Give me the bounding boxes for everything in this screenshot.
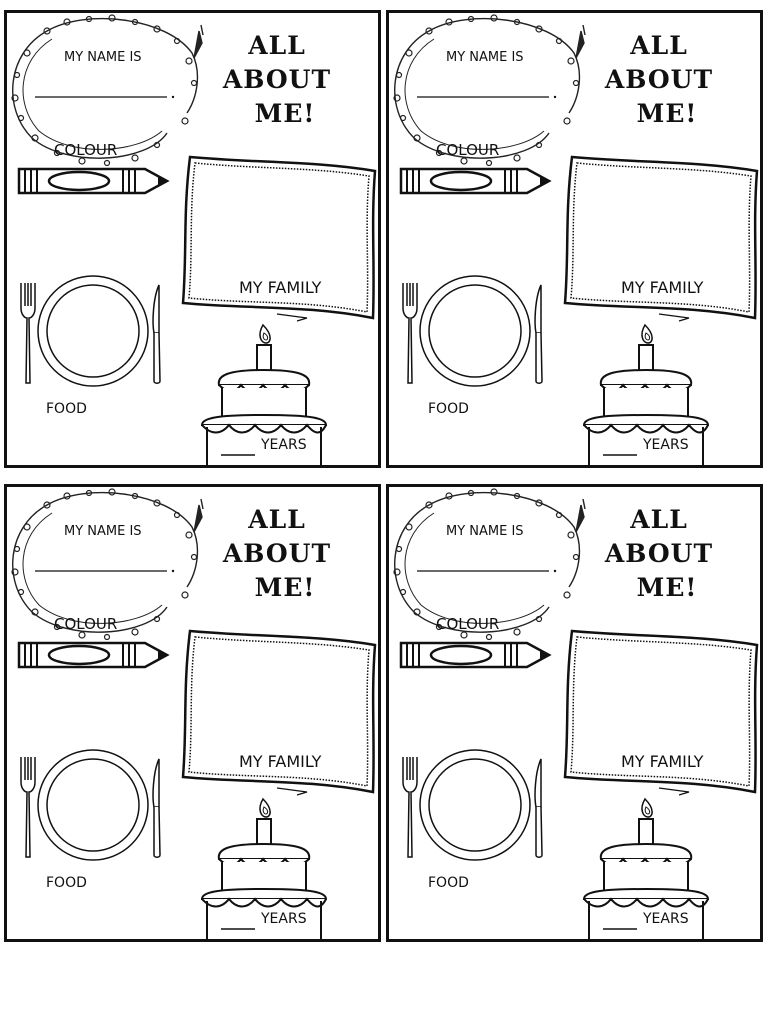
birthday-cake-icon xyxy=(200,323,328,465)
years-label: YEARS xyxy=(261,911,307,927)
card-artwork xyxy=(11,14,377,465)
years-label: YEARS xyxy=(643,911,689,927)
crayon-icon xyxy=(399,641,552,669)
all-about-me-title: ALL ABOUT ME! xyxy=(219,29,335,131)
crayon-icon xyxy=(399,167,552,195)
knife-icon xyxy=(534,758,543,858)
food-label: FOOD xyxy=(428,401,469,417)
birthday-cake-icon xyxy=(582,797,710,939)
crayon-icon xyxy=(17,167,170,195)
knife-icon xyxy=(534,284,543,384)
title-line-3: ME! xyxy=(254,573,316,602)
floral-wreath-icon xyxy=(393,14,586,167)
food-label: FOOD xyxy=(46,401,87,417)
photo-frame-icon xyxy=(563,155,759,322)
title-line-2: ABOUT xyxy=(222,65,332,94)
title-line-2: ABOUT xyxy=(222,539,332,568)
title-line-3: ME! xyxy=(254,99,316,128)
title-line-3: ME! xyxy=(636,573,698,602)
card-artwork xyxy=(11,488,377,939)
title-line-1: ALL xyxy=(630,505,688,534)
title-line-3: ME! xyxy=(636,99,698,128)
all-about-me-title: ALL ABOUT ME! xyxy=(601,29,717,131)
plate-icon xyxy=(419,275,531,387)
birthday-cake-icon xyxy=(582,323,710,465)
colour-label: COLOUR xyxy=(54,141,118,159)
fork-icon xyxy=(20,283,36,384)
years-label: YEARS xyxy=(643,437,689,453)
crayon-icon xyxy=(17,641,170,669)
all-about-me-card-1: MY NAME IS ALL ABOUT ME! COLOUR MY FAMIL… xyxy=(4,10,381,468)
photo-frame-icon xyxy=(181,629,377,796)
colour-label: COLOUR xyxy=(436,615,500,633)
fork-icon xyxy=(402,757,418,858)
my-name-is-label: MY NAME IS xyxy=(64,50,142,65)
knife-icon xyxy=(152,758,161,858)
birthday-cake-icon xyxy=(200,797,328,939)
all-about-me-card-4: MY NAME IS ALL ABOUT ME! COLOUR MY FAMIL… xyxy=(386,484,763,942)
years-label: YEARS xyxy=(261,437,307,453)
all-about-me-title: ALL ABOUT ME! xyxy=(219,503,335,605)
my-name-is-label: MY NAME IS xyxy=(64,524,142,539)
title-line-2: ABOUT xyxy=(604,539,714,568)
fork-icon xyxy=(402,283,418,384)
title-line-2: ABOUT xyxy=(604,65,714,94)
floral-wreath-icon xyxy=(11,14,204,167)
floral-wreath-icon xyxy=(11,488,204,641)
photo-frame-icon xyxy=(563,629,759,796)
title-line-1: ALL xyxy=(630,31,688,60)
my-family-label: MY FAMILY xyxy=(621,278,704,297)
plate-icon xyxy=(37,275,149,387)
knife-icon xyxy=(152,284,161,384)
card-artwork xyxy=(393,14,759,465)
floral-wreath-icon xyxy=(393,488,586,641)
food-label: FOOD xyxy=(46,875,87,891)
colour-label: COLOUR xyxy=(436,141,500,159)
plate-icon xyxy=(419,749,531,861)
my-family-label: MY FAMILY xyxy=(621,752,704,771)
fork-icon xyxy=(20,757,36,858)
plate-icon xyxy=(37,749,149,861)
all-about-me-title: ALL ABOUT ME! xyxy=(601,503,717,605)
title-line-1: ALL xyxy=(248,31,306,60)
food-label: FOOD xyxy=(428,875,469,891)
card-artwork xyxy=(393,488,759,939)
title-line-1: ALL xyxy=(248,505,306,534)
my-name-is-label: MY NAME IS xyxy=(446,524,524,539)
colour-label: COLOUR xyxy=(54,615,118,633)
my-name-is-label: MY NAME IS xyxy=(446,50,524,65)
all-about-me-card-2: MY NAME IS ALL ABOUT ME! COLOUR MY FAMIL… xyxy=(386,10,763,468)
all-about-me-card-3: MY NAME IS ALL ABOUT ME! COLOUR MY FAMIL… xyxy=(4,484,381,942)
my-family-label: MY FAMILY xyxy=(239,752,322,771)
my-family-label: MY FAMILY xyxy=(239,278,322,297)
photo-frame-icon xyxy=(181,155,377,322)
